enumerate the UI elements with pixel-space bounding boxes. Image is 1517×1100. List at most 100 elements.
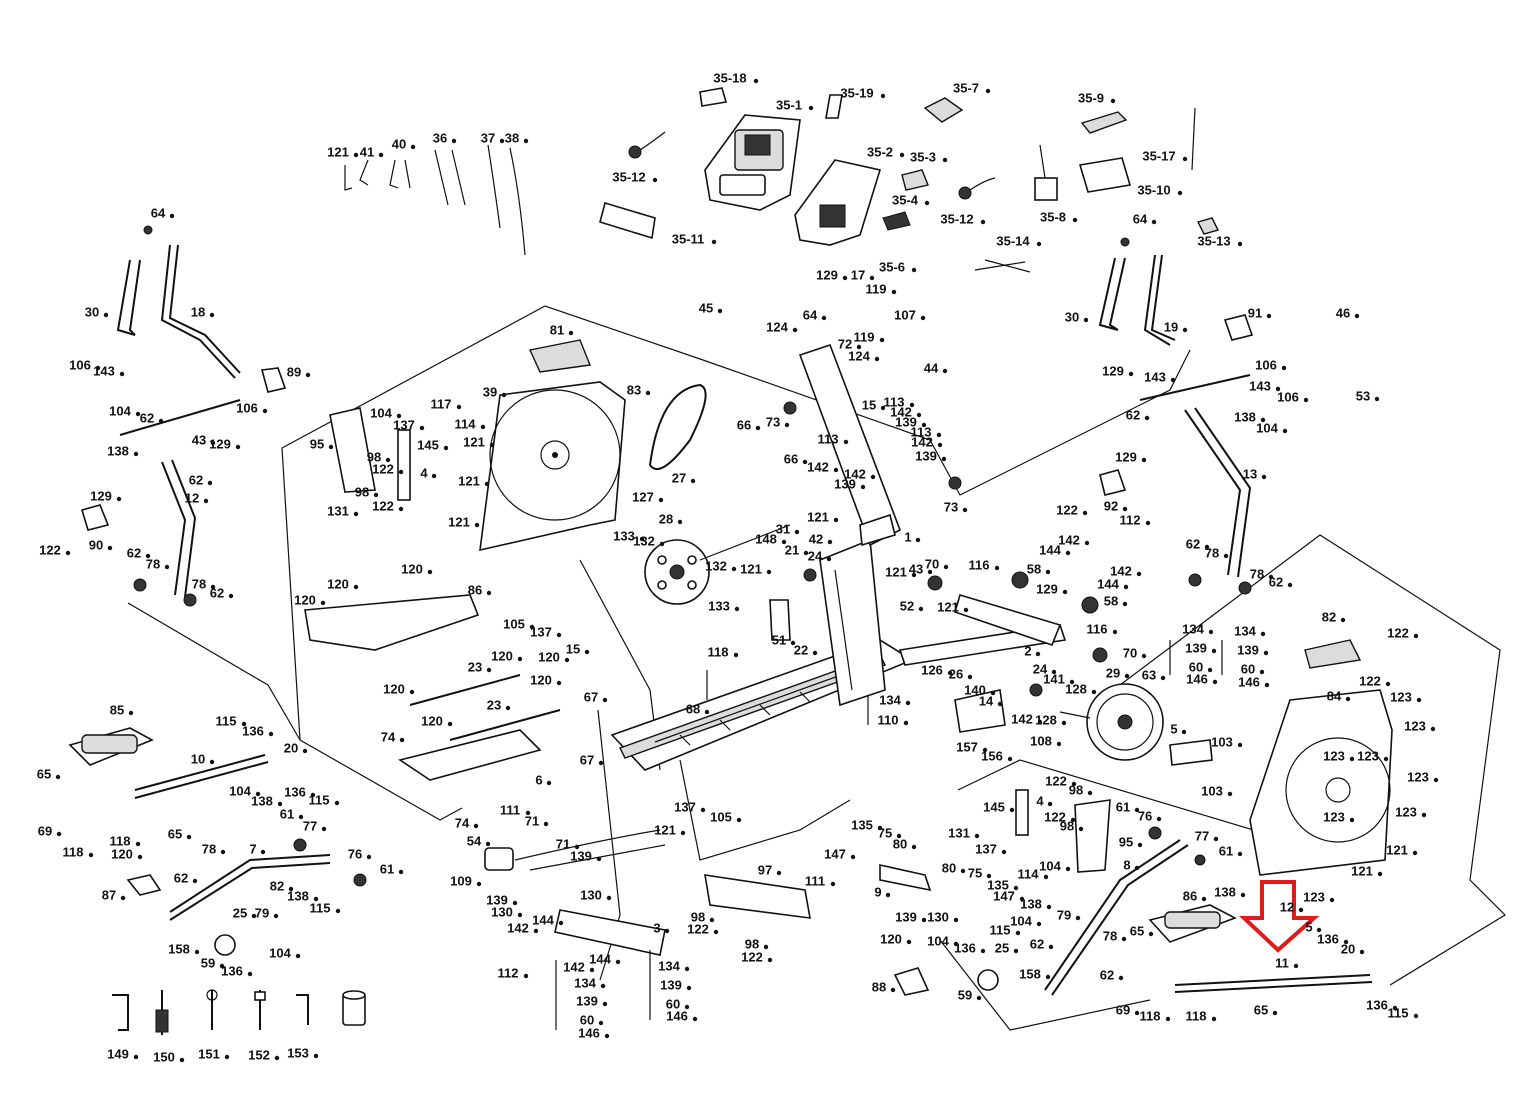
leader-dot bbox=[1110, 98, 1116, 104]
part-label-25: 25 bbox=[995, 940, 1009, 955]
part-label-122: 122 bbox=[1044, 809, 1066, 824]
part-label-121: 121 bbox=[937, 599, 959, 614]
left-pedal-assembly bbox=[68, 727, 331, 956]
part-label-78: 78 bbox=[202, 841, 216, 856]
leader-dot bbox=[135, 841, 141, 847]
covers bbox=[304, 594, 811, 919]
leader-dot bbox=[792, 327, 798, 333]
part-label-62: 62 bbox=[210, 585, 224, 600]
part-label-134: 134 bbox=[1182, 621, 1204, 636]
leader-dot bbox=[313, 896, 319, 902]
part-label-59: 59 bbox=[201, 955, 215, 970]
leader-dot bbox=[568, 330, 574, 336]
part-label-89: 89 bbox=[287, 364, 301, 379]
part-label-116: 116 bbox=[1087, 621, 1108, 636]
leader-dot bbox=[880, 93, 886, 99]
leader-dot bbox=[1329, 897, 1335, 903]
leader-dot bbox=[850, 854, 856, 860]
part-label-59: 59 bbox=[958, 987, 972, 1002]
part-label-106: 106 bbox=[1277, 389, 1299, 404]
part-label-142: 142 bbox=[890, 404, 912, 419]
leader-dot bbox=[1087, 790, 1093, 796]
leader-dot bbox=[273, 913, 279, 919]
leader-dot bbox=[870, 474, 876, 480]
part-label-29: 29 bbox=[1106, 665, 1120, 680]
leader-dot bbox=[1237, 742, 1243, 748]
part-label-24: 24 bbox=[808, 548, 823, 563]
leader-dot bbox=[1145, 520, 1151, 526]
leader-dot bbox=[731, 566, 737, 572]
part-label-149: 149 bbox=[107, 1046, 129, 1061]
part-label-64: 64 bbox=[1133, 211, 1148, 226]
leader-dot bbox=[1237, 241, 1243, 247]
part-label-137: 137 bbox=[393, 417, 415, 432]
leader-dot bbox=[302, 748, 308, 754]
leader-dot bbox=[947, 670, 953, 676]
leader-dot bbox=[251, 913, 257, 919]
leader-dot bbox=[305, 372, 311, 378]
part-label-69: 69 bbox=[38, 823, 52, 838]
leader-dot bbox=[911, 844, 917, 850]
leader-dot bbox=[1170, 377, 1176, 383]
leader-dot bbox=[158, 418, 164, 424]
part-label-136: 136 bbox=[242, 723, 264, 738]
part-label-36: 36 bbox=[433, 130, 447, 145]
leader-dot bbox=[784, 422, 790, 428]
leader-dot bbox=[733, 652, 739, 658]
part-label-113: 113 bbox=[884, 394, 905, 409]
leader-dot bbox=[1266, 313, 1272, 319]
part-label-105: 105 bbox=[710, 809, 732, 824]
leader-dot bbox=[321, 826, 327, 832]
leader-dot bbox=[1070, 817, 1076, 823]
part-label-62: 62 bbox=[127, 545, 141, 560]
part-label-152: 152 bbox=[248, 1047, 270, 1062]
leader-dot bbox=[1343, 939, 1349, 945]
part-label-1: 1 bbox=[904, 529, 911, 544]
leader-dot bbox=[1275, 386, 1281, 392]
part-label-110: 110 bbox=[878, 712, 899, 727]
leader-dot bbox=[484, 481, 490, 487]
leader-dot bbox=[486, 590, 492, 596]
part-label-39: 39 bbox=[483, 384, 497, 399]
leader-dot bbox=[219, 963, 225, 969]
part-label-72: 72 bbox=[838, 336, 852, 351]
leader-dot bbox=[313, 1053, 319, 1059]
leader-dot bbox=[686, 985, 692, 991]
part-label-76: 76 bbox=[1138, 808, 1152, 823]
leader-dot bbox=[753, 78, 759, 84]
leader-dot bbox=[1377, 871, 1383, 877]
part-label-104: 104 bbox=[370, 405, 392, 420]
leader-dot bbox=[896, 833, 902, 839]
leader-dot bbox=[1019, 896, 1025, 902]
leader-dot bbox=[980, 219, 986, 225]
part-label-145: 145 bbox=[983, 799, 1005, 814]
leader-dot bbox=[598, 760, 604, 766]
part-label-143: 143 bbox=[93, 363, 115, 378]
leader-dot bbox=[1072, 217, 1078, 223]
part-label-78: 78 bbox=[146, 556, 160, 571]
part-label-136: 136 bbox=[221, 963, 243, 978]
part-label-132: 132 bbox=[633, 533, 655, 548]
leader-dot bbox=[385, 457, 391, 463]
leader-dot bbox=[194, 949, 200, 955]
part-label-13: 13 bbox=[1243, 466, 1257, 481]
leader-dot bbox=[489, 442, 495, 448]
part-label-79: 79 bbox=[255, 905, 269, 920]
part-label-121: 121 bbox=[458, 473, 480, 488]
part-label-115: 115 bbox=[310, 900, 331, 915]
leader-dot bbox=[137, 854, 143, 860]
leader-dot bbox=[1134, 865, 1140, 871]
part-label-123: 123 bbox=[1323, 748, 1345, 763]
part-label-62: 62 bbox=[1030, 936, 1044, 951]
part-label-62: 62 bbox=[189, 472, 203, 487]
leader-dot bbox=[1037, 719, 1043, 725]
part-label-139: 139 bbox=[1237, 642, 1259, 657]
leader-dot bbox=[1208, 629, 1214, 635]
leader-dot bbox=[921, 917, 927, 923]
part-label-122: 122 bbox=[1045, 773, 1067, 788]
leader-dot bbox=[639, 536, 645, 542]
leader-dot bbox=[1112, 629, 1118, 635]
leader-dot bbox=[1359, 949, 1365, 955]
part-label-18: 18 bbox=[191, 304, 205, 319]
